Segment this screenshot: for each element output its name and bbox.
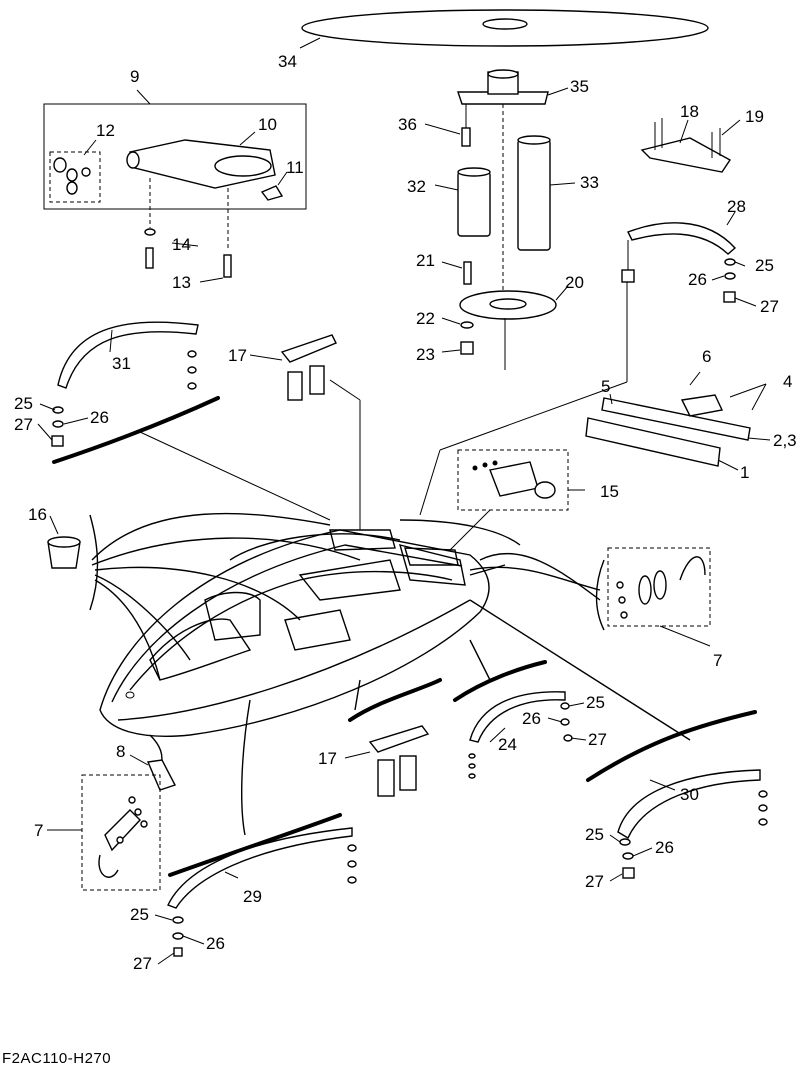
callout-26: 26 [688, 270, 707, 289]
callout-36: 36 [398, 115, 417, 134]
nut-23 [441, 341, 474, 355]
boat-hull [99, 529, 490, 737]
callout-5: 5 [601, 377, 610, 396]
callout-27: 27 [588, 730, 607, 749]
callout-21: 21 [416, 251, 435, 270]
callout-12: 12 [96, 121, 115, 140]
callout-27: 27 [760, 297, 779, 316]
wiring-harness [91, 512, 691, 836]
cleat-17-lower [344, 678, 442, 797]
callout-29: 29 [243, 887, 262, 906]
callout-28: 28 [727, 197, 746, 216]
callout-25: 25 [586, 693, 605, 712]
callout-25: 25 [130, 905, 149, 924]
callout-32: 32 [407, 177, 426, 196]
callout-8: 8 [116, 742, 125, 761]
fitting-box-7-right [595, 547, 711, 647]
fitting-box-15 [449, 449, 585, 551]
callout-23: 23 [416, 345, 435, 364]
bracket-18 [640, 118, 741, 173]
rail-24 [453, 660, 573, 779]
callout-4: 4 [783, 372, 792, 391]
callout-20: 20 [565, 273, 584, 292]
callout-22: 22 [416, 309, 435, 328]
callout-26: 26 [522, 709, 541, 728]
bolt-36 [424, 104, 471, 147]
callout-18: 18 [680, 102, 699, 121]
mounting-rails-1-6 [585, 371, 771, 471]
callout-27: 27 [14, 415, 33, 434]
cleat-17-upper [249, 334, 361, 530]
callout-25: 25 [755, 256, 774, 275]
callout-17: 17 [318, 749, 337, 768]
leader-lines [37, 261, 757, 965]
rail-29 [167, 813, 357, 957]
screw-21 [441, 261, 472, 285]
table-base-35 [457, 69, 569, 290]
pedestal-33 [517, 135, 576, 251]
washer-22 [441, 317, 474, 329]
cup-holder-16 [47, 514, 99, 611]
callout-25: 25 [14, 394, 33, 413]
callout-7: 7 [34, 821, 43, 840]
callout-17: 17 [228, 346, 247, 365]
pedestal-32 [434, 167, 491, 237]
callout-1: 1 [740, 463, 749, 482]
rail-28 [419, 211, 737, 516]
bolts-13 [144, 228, 232, 283]
callout-13: 13 [172, 273, 191, 292]
fitting-box-9 [43, 89, 307, 250]
callout-11: 11 [286, 158, 304, 177]
callout-24: 24 [498, 735, 517, 754]
callout-19: 19 [745, 107, 764, 126]
callout-10: 10 [258, 115, 277, 134]
callout-7: 7 [713, 651, 722, 670]
callout-9: 9 [130, 67, 139, 86]
callout-34: 34 [278, 52, 297, 71]
callout-26: 26 [90, 408, 109, 427]
callout-30: 30 [680, 785, 699, 804]
callout-27: 27 [133, 954, 152, 973]
callout-15: 15 [600, 482, 619, 501]
fitting-box-7-left [47, 754, 176, 891]
rail-31 [51, 321, 331, 521]
callout-26: 26 [655, 838, 674, 857]
callout-33: 33 [580, 173, 599, 192]
callout-14: 14 [172, 235, 191, 254]
diagram-code: F2AC110-H270 [2, 1050, 112, 1067]
callout-16: 16 [28, 505, 47, 524]
callout-31: 31 [112, 354, 131, 373]
callout-35: 35 [570, 77, 589, 96]
callout-6: 6 [702, 347, 711, 366]
rail-30 [586, 710, 768, 879]
callout-2-3: 2,3 [773, 431, 797, 450]
callout-25: 25 [585, 825, 604, 844]
floor-base-20 [459, 285, 569, 370]
callout-27: 27 [585, 872, 604, 891]
table-top-34 [299, 9, 709, 49]
callout-26: 26 [206, 934, 225, 953]
